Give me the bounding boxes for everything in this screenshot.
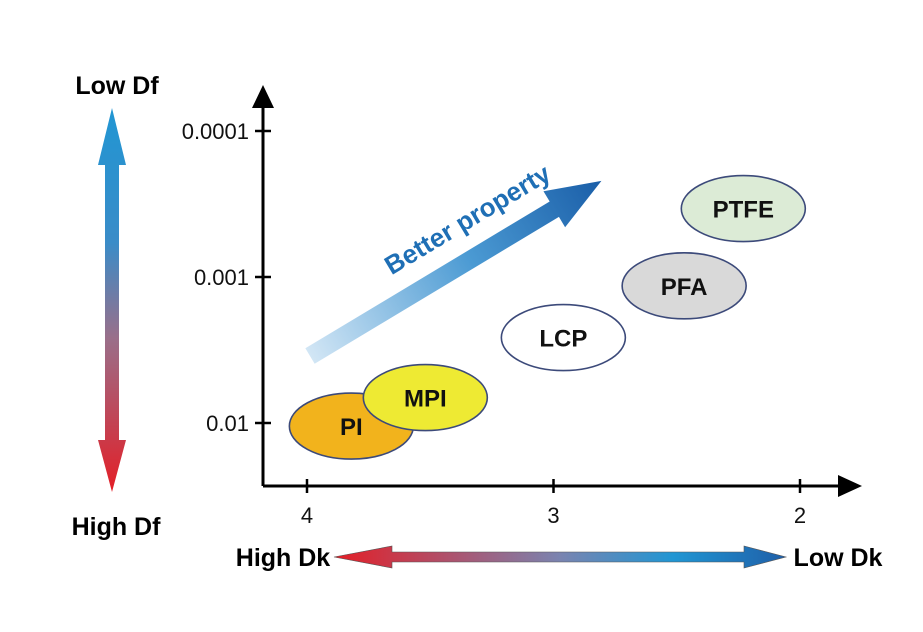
x-axis bbox=[263, 475, 862, 497]
point-mpi: MPI bbox=[362, 363, 489, 432]
material-points: PI MPI LCP PFA PTFE bbox=[288, 174, 807, 460]
ellipse-mpi bbox=[362, 363, 489, 432]
label-ptfe: PTFE bbox=[713, 197, 774, 224]
df-double-arrow bbox=[98, 108, 126, 492]
ellipse-ptfe bbox=[680, 174, 807, 243]
high-df-label: High Df bbox=[72, 513, 162, 541]
low-df-label: Low Df bbox=[75, 72, 159, 100]
x-tick-label: 2 bbox=[794, 503, 806, 528]
y-tick-label: 0.001 bbox=[194, 265, 249, 290]
x-tick-label: 3 bbox=[547, 503, 559, 528]
ellipse-pfa bbox=[621, 252, 747, 320]
y-tick-label: 0.01 bbox=[206, 411, 249, 436]
x-tick-label: 4 bbox=[301, 503, 313, 528]
dk-double-arrow bbox=[333, 545, 788, 569]
point-pfa: PFA bbox=[621, 252, 747, 320]
label-pfa: PFA bbox=[661, 274, 708, 301]
ellipse-lcp bbox=[500, 303, 627, 372]
label-mpi: MPI bbox=[404, 386, 447, 413]
y-tick-label: 0.0001 bbox=[182, 119, 249, 144]
point-ptfe: PTFE bbox=[680, 174, 807, 243]
label-pi: PI bbox=[340, 414, 363, 441]
label-lcp: LCP bbox=[539, 326, 587, 353]
low-dk-label: Low Dk bbox=[794, 544, 883, 572]
high-dk-label: High Dk bbox=[236, 544, 331, 572]
point-lcp: LCP bbox=[500, 303, 627, 372]
y-axis bbox=[252, 85, 274, 486]
axis-ticks: 4 3 2 0.0001 0.001 0.01 bbox=[182, 119, 806, 528]
